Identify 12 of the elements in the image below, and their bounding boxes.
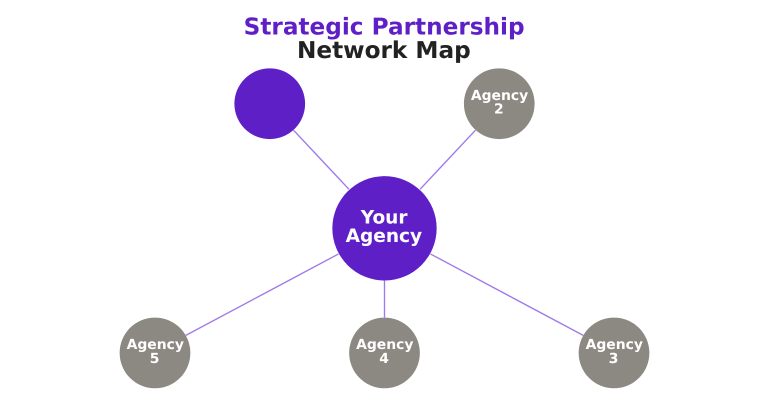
node-circle: Agency 2 [463,68,534,140]
connector [419,130,476,190]
connector [292,130,349,190]
node-circle [234,68,305,140]
node-circle: Agency 3 [578,318,649,388]
connector [383,280,385,318]
node-circle: Your Agency [332,176,436,280]
connector [430,253,584,336]
diagram-title: Strategic Partnership Network Map [243,14,524,64]
node-circle: Agency 5 [119,318,190,388]
connector [184,253,338,336]
node-circle: Agency 4 [348,318,420,388]
